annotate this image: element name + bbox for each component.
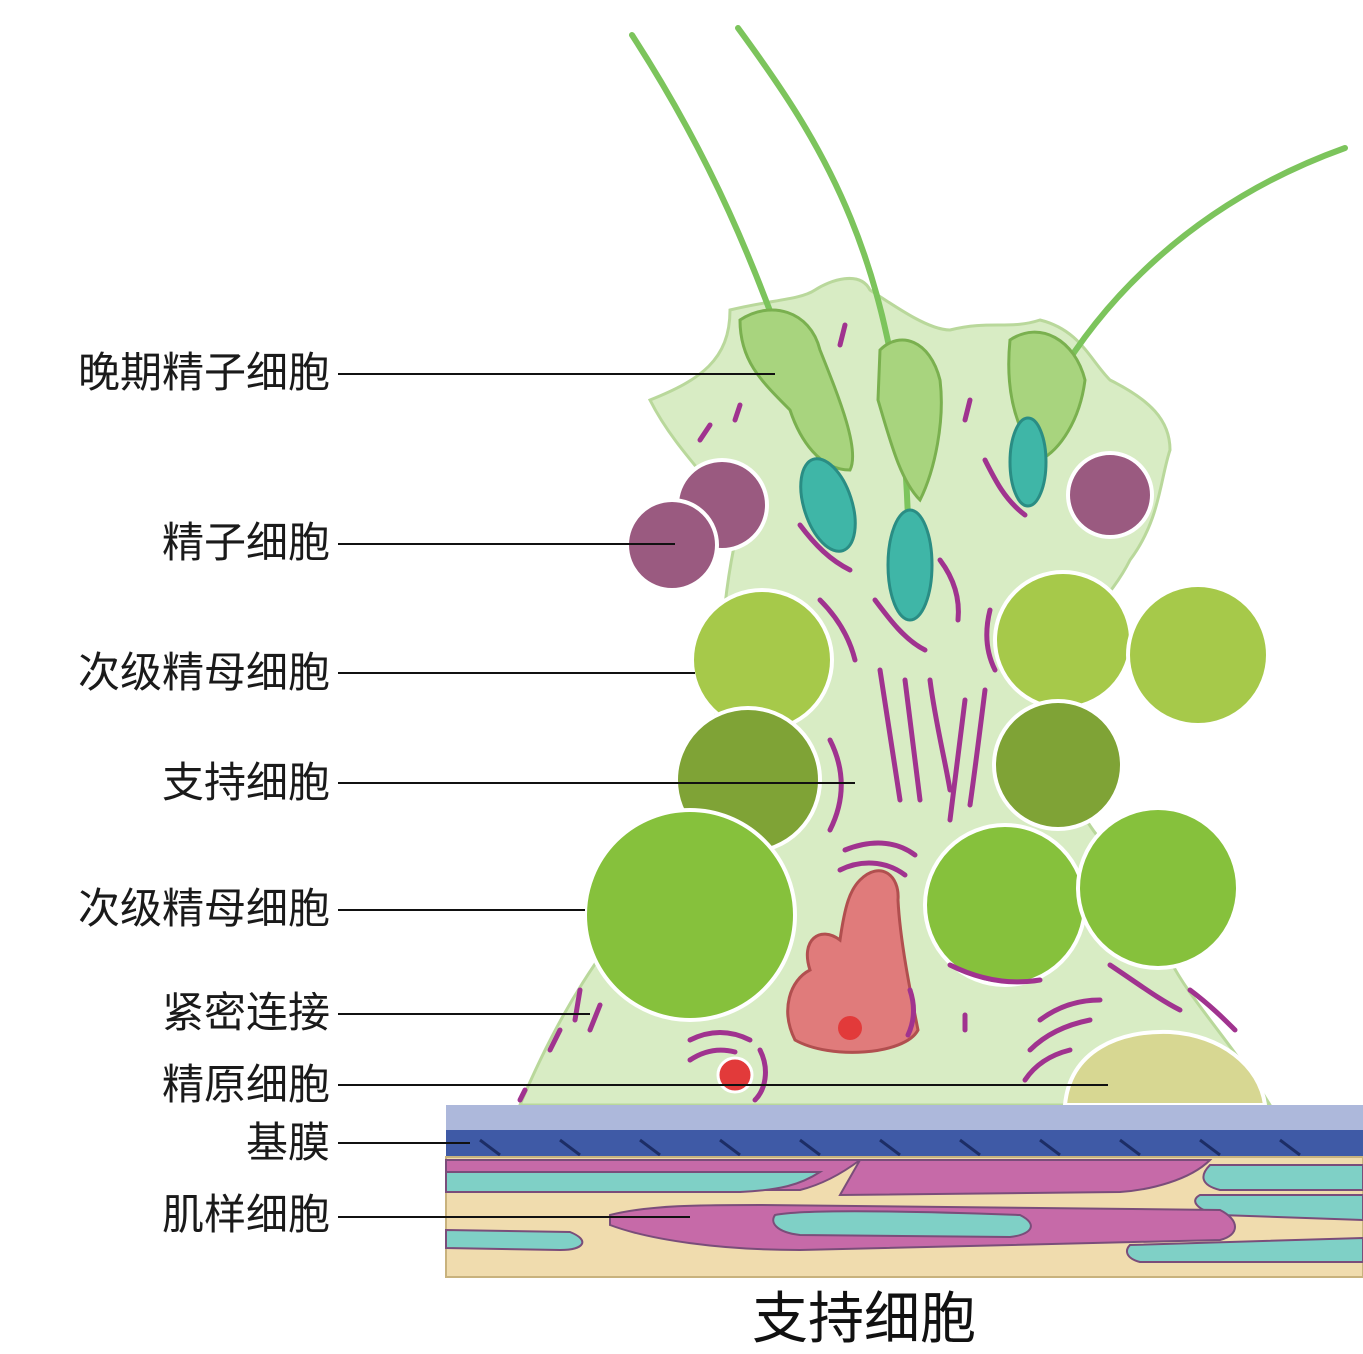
label-secondary-spermatocyte-lower: 次级精母细胞 xyxy=(78,888,330,930)
label-spermatid: 精子细胞 xyxy=(162,522,330,564)
label-myoid-cell: 肌样细胞 xyxy=(162,1194,330,1236)
myoid-cell xyxy=(773,1211,1031,1237)
label-late-spermatid: 晚期精子细胞 xyxy=(78,352,330,394)
label-basement-membrane: 基膜 xyxy=(246,1122,330,1164)
figure-caption: 支持细胞 xyxy=(752,1292,976,1348)
spermatid-head-2 xyxy=(888,510,932,620)
spermatogonium-small xyxy=(718,1058,752,1092)
bright-spermatocyte-3 xyxy=(1078,808,1238,968)
label-spermatogonium: 精原细胞 xyxy=(162,1064,330,1106)
spermatid-round-3 xyxy=(1068,453,1152,537)
secondary-spermatocyte-2 xyxy=(995,572,1131,708)
myoid-cell xyxy=(446,1172,820,1192)
bright-spermatocyte-2 xyxy=(925,825,1085,985)
basement-membrane-haze xyxy=(446,1105,1363,1130)
myoid-cell xyxy=(1203,1165,1363,1190)
label-tight-junction: 紧密连接 xyxy=(162,992,330,1034)
spermatid-head-3 xyxy=(1010,418,1046,506)
myoid-cell xyxy=(446,1230,582,1250)
sertoli-nucleolus xyxy=(838,1016,862,1040)
dark-spermatocyte-2 xyxy=(994,701,1122,829)
spermatid-round-2 xyxy=(627,500,717,590)
label-secondary-spermatocyte-upper: 次级精母细胞 xyxy=(78,652,330,694)
secondary-spermatocyte-3 xyxy=(1128,585,1268,725)
label-sertoli-cell: 支持细胞 xyxy=(162,762,330,804)
bright-spermatocyte-1 xyxy=(585,810,795,1020)
